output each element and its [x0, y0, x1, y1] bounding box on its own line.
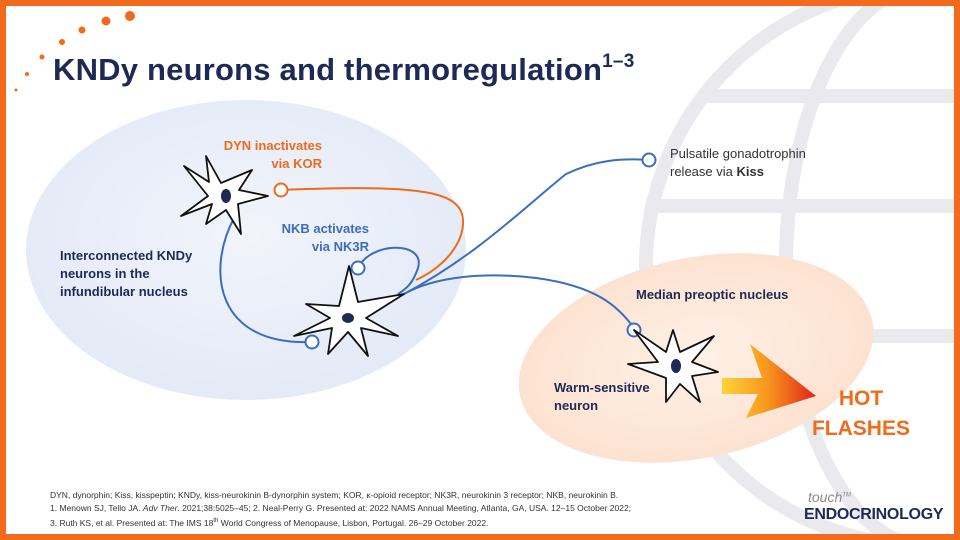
pulsatile-label: Pulsatile gonadotrophin release via Kiss [670, 146, 806, 179]
pulsatile-connection [403, 158, 650, 295]
diagram [26, 100, 874, 463]
orange-dyn-connection [280, 187, 465, 281]
logo-endocrinology-text: ENDOCRINOLOGY [804, 506, 944, 523]
warm-sensitive-neuron-nucleus [671, 359, 681, 373]
abbreviations: DYN, dynorphin; Kiss, kisspeptin; KNDy, … [50, 490, 619, 500]
kor-synapse [273, 182, 289, 198]
nk3r-synapse [350, 260, 366, 276]
title-superscript: 1–3 [602, 50, 635, 72]
nkb-loop-connection [357, 246, 420, 295]
hot-flashes-arrow [722, 344, 816, 418]
kndy-neuron-bottom [293, 265, 405, 357]
dyn-label: DYN inactivates via KOR [223, 138, 322, 171]
warm-sensitive-label: Warm-sensitive neuron [554, 380, 650, 413]
references: DYN, dynorphin; Kiss, kisspeptin; KNDy, … [50, 489, 750, 530]
kndy-neuron-top-nucleus [221, 189, 231, 203]
interconnect-synapse [304, 334, 320, 350]
hot-flashes-label: HOT FLASHES [811, 387, 910, 440]
touch-endocrinology-logo: touchTM ENDOCRINOLOGY [796, 489, 951, 529]
kndy-label: Interconnected KNDy neurons in the infun… [60, 248, 193, 299]
kiss-synapse [641, 152, 657, 168]
preoptic-connection [403, 274, 635, 329]
reference-1-2: 1. Menown SJ, Tello JA. Adv Ther. 2021;3… [50, 503, 632, 513]
interconnect-connection [219, 217, 313, 344]
median-preoptic-label: Median preoptic nucleus [636, 287, 789, 302]
logo-touch-text: touchTM [808, 489, 851, 505]
nkb-label: NKB activates via NK3R [281, 221, 369, 254]
decorative-dots [14, 11, 135, 92]
page-title: KNDy neurons and thermoregulation1–3 [53, 50, 635, 87]
kndy-neuron-bottom-nucleus [342, 313, 354, 323]
reference-3: 3. Ruth KS, et al. Presented at: The IMS… [50, 517, 489, 528]
